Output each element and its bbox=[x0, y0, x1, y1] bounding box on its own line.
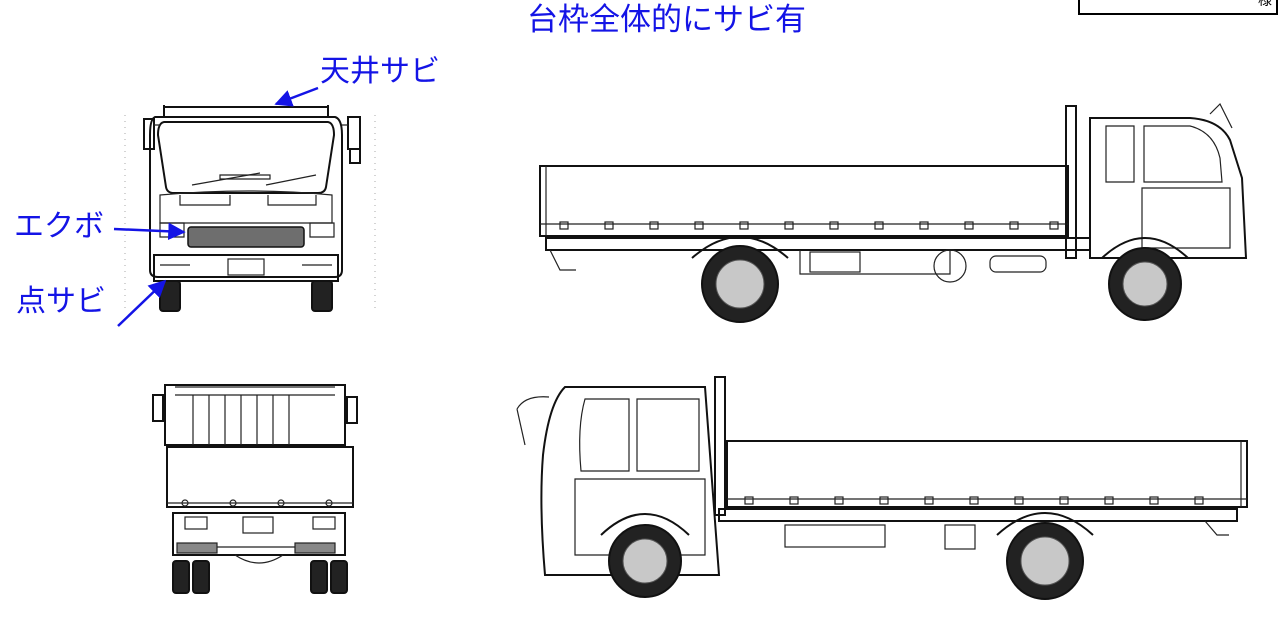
roof-rust-label: 天井サビ bbox=[320, 54, 440, 89]
corner-label: 様 bbox=[1258, 0, 1272, 9]
corner-box: 様 bbox=[1078, 0, 1278, 15]
page-title: 台枠全体的にサビ有 bbox=[527, 2, 806, 38]
spot-rust-label: 点サビ bbox=[16, 284, 106, 319]
truck-right-side-view bbox=[539, 102, 1248, 323]
roof-rust-arrow bbox=[274, 86, 319, 107]
dent-arrow bbox=[113, 222, 186, 241]
dent-label: エクボ bbox=[14, 209, 104, 244]
truck-front-view bbox=[124, 105, 376, 312]
spot-rust-arrow bbox=[117, 279, 167, 327]
truck-rear-view bbox=[152, 384, 358, 594]
truck-left-side-view bbox=[516, 376, 1248, 600]
